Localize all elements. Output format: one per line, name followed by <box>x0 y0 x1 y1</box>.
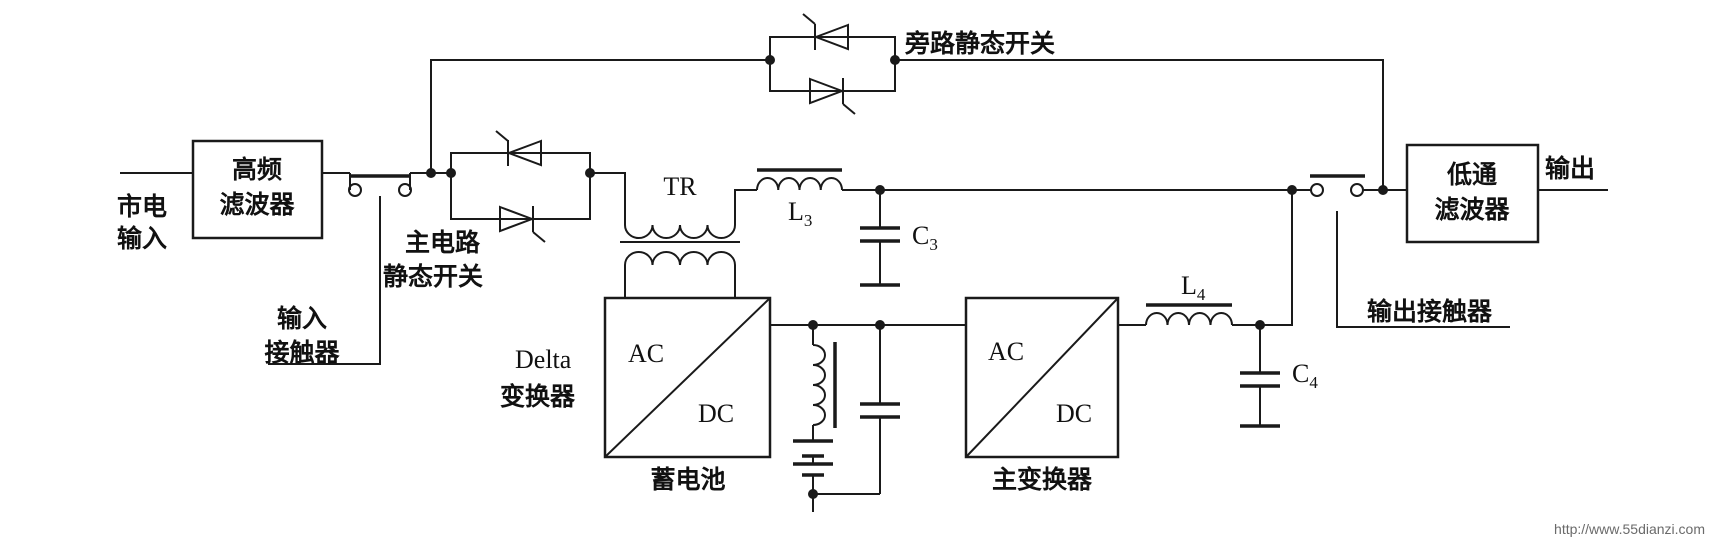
inductor-l3-label: L3 <box>788 197 812 230</box>
delta-converter-label-1: Delta <box>515 345 572 374</box>
inductor-l4-symbol <box>1145 303 1233 326</box>
hf-filter-label-1: 高频 <box>232 155 282 184</box>
mains-input-label-2: 输入 <box>117 224 167 253</box>
main-switch-label-1: 主电路 <box>405 228 481 257</box>
lp-filter-label-1: 低通 <box>1446 160 1497 189</box>
main-static-switch-symbol <box>450 130 591 243</box>
bypass-static-switch-symbol <box>769 13 896 115</box>
main-switch-label-2: 静态开关 <box>383 262 483 291</box>
junction-dots <box>426 55 1388 499</box>
battery-label: 蓄电池 <box>650 465 725 494</box>
delta-dc-label: DC <box>698 399 734 428</box>
output-contactor-label: 输出接触器 <box>1367 297 1493 326</box>
mains-input-label-1: 市电 <box>117 192 167 221</box>
main-converter-dc-label: DC <box>1056 399 1092 428</box>
hf-filter-label-2: 滤波器 <box>219 190 295 219</box>
dc-bus-capacitor-symbol <box>860 402 900 419</box>
battery-inductor-symbol <box>812 342 837 428</box>
lp-filter-label-2: 滤波器 <box>1434 195 1510 224</box>
inductor-l3-symbol <box>756 168 843 191</box>
input-contactor-label-1: 输入 <box>277 304 327 333</box>
main-converter-ac-label: AC <box>988 337 1024 366</box>
capacitor-c3-label: C3 <box>912 221 938 254</box>
output-label: 输出 <box>1545 154 1595 183</box>
battery-symbol <box>793 439 833 477</box>
lp-filter-box <box>1405 143 1540 244</box>
capacitor-c4-label: C4 <box>1292 359 1318 392</box>
capacitor-c4-symbol <box>1240 371 1280 428</box>
inductor-l4-label: L4 <box>1181 271 1206 304</box>
transformer-symbol <box>620 224 740 266</box>
wires <box>120 59 1608 512</box>
delta-ac-label: AC <box>628 339 664 368</box>
hf-filter-box <box>191 139 324 240</box>
bypass-switch-label: 旁路静态开关 <box>904 29 1055 58</box>
output-contactor-symbol <box>1292 174 1365 197</box>
delta-converter-label-2: 变换器 <box>500 382 576 411</box>
input-contactor-label-2: 接触器 <box>264 338 340 367</box>
capacitor-c3-symbol <box>860 226 900 287</box>
input-contactor-symbol <box>348 173 412 197</box>
watermark-text: http://www.55dianzi.com <box>1554 521 1705 537</box>
transformer-label: TR <box>663 172 697 201</box>
main-converter-label: 主变换器 <box>992 465 1093 494</box>
